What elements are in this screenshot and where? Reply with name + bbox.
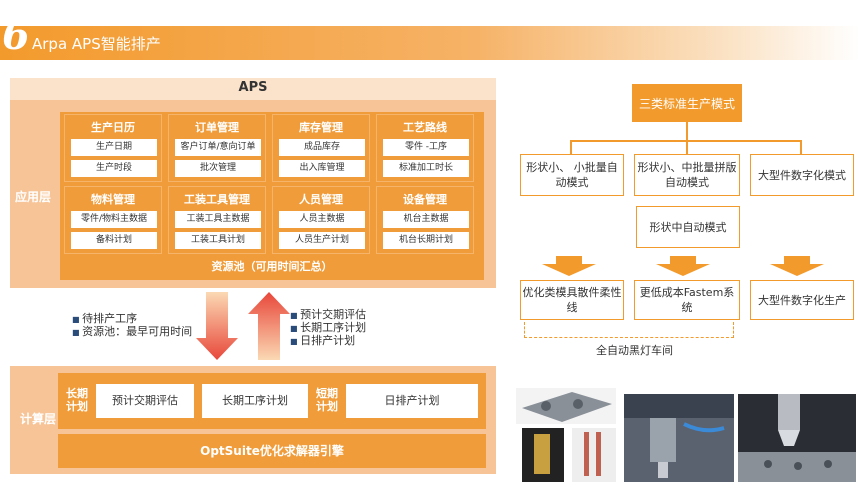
module-item: 备料计划 [71,232,157,249]
module-item: 零件/物料主数据 [71,211,157,228]
module-order-management: 订单管理 客户订单/意向订单 批次管理 [168,114,266,182]
bracket-line [524,322,734,338]
milling-photo [738,394,856,482]
output-bullet: 预计交期评估 [290,309,366,322]
output-box: 大型件数字化生产 [750,280,854,320]
module-item: 生产日期 [71,139,157,156]
module-title: 订单管理 [195,121,239,134]
connector-line [570,140,572,154]
module-production-calendar: 生产日历 生产日期 生产时段 [64,114,162,182]
input-bullet: 资源池：最早可用时间 [72,326,192,339]
module-title: 工装工具管理 [184,193,250,206]
module-item: 成品库存 [279,139,365,156]
module-equipment-management: 设备管理 机台主数据 机台长期计划 [376,186,474,254]
up-arrow-icon [248,292,290,360]
module-title: 设备管理 [403,193,447,206]
fixture-product-photos [516,388,616,482]
fixture-plate-icon [522,392,612,422]
module-item: 客户订单/意向订单 [175,139,261,156]
module-title: 工艺路线 [403,121,447,134]
connector-line [686,140,688,154]
module-item: 零件 -工序 [383,139,469,156]
sub-mode-box: 形状中自动模式 [636,206,740,248]
module-item: 出入库管理 [279,160,365,177]
module-title: 人员管理 [299,193,343,206]
down-arrow-icon [542,256,596,276]
module-process-route: 工艺路线 零件 -工序 标准加工时长 [376,114,474,182]
module-inventory-management: 库存管理 成品库存 出入库管理 [272,114,370,182]
short-term-label: 短期计划 [316,387,338,413]
connector-line [800,140,802,154]
module-item: 人员主数据 [279,211,365,228]
module-material-management: 物料管理 零件/物料主数据 备料计划 [64,186,162,254]
flow-arrows [196,292,290,360]
mode-box: 形状小、 小批量自动模式 [520,154,624,196]
down-arrow-icon [196,292,238,360]
section-number: 6 [2,12,30,59]
mode-box: 形状小、中批量拼版自动模式 [634,154,740,196]
mode-box: 大型件数字化模式 [750,154,854,196]
module-item: 标准加工时长 [383,160,469,177]
aps-title: APS [238,80,268,95]
resource-pool-bar: 资源池（可用时间汇总） [211,260,333,273]
module-title: 库存管理 [299,121,343,134]
calculation-layer-label: 计算层 [20,412,57,426]
output-box: 优化类模具散件柔性线 [520,280,624,320]
module-item: 机台长期计划 [383,232,469,249]
input-bullet: 待排产工序 [72,313,137,326]
long-term-label: 长期计划 [66,387,88,413]
machining-photo [624,394,734,482]
module-item: 人员生产计划 [279,232,365,249]
tool-holder-photo [572,428,616,482]
plan-box: 日排产计划 [346,384,478,418]
solver-engine-bar: OptSuite优化求解器引擎 [58,434,486,468]
module-item: 批次管理 [175,160,261,177]
down-arrows [542,256,824,276]
connector-line [686,122,688,140]
down-arrow-icon [656,256,710,276]
section-header-bar [0,26,860,60]
plan-box: 长期工序计划 [202,384,308,418]
down-arrow-icon [770,256,824,276]
module-personnel-management: 人员管理 人员主数据 人员生产计划 [272,186,370,254]
plan-box: 预计交期评估 [96,384,194,418]
black-light-workshop-label: 全自动黑灯车间 [596,344,673,357]
section-title: Arpa APS智能排产 [32,35,161,53]
module-item: 机台主数据 [383,211,469,228]
plan-row: 长期计划 预计交期评估 长期工序计划 短期计划 日排产计划 [58,373,486,429]
module-item: 生产时段 [71,160,157,177]
module-item: 工装工具计划 [175,232,261,249]
output-box: 更低成本Fastem系统 [634,280,740,320]
module-tooling-management: 工装工具管理 工装工具主数据 工装工具计划 [168,186,266,254]
root-mode-box: 三类标准生产模式 [632,84,742,122]
module-grid: 生产日历 生产日期 生产时段 订单管理 客户订单/意向订单 批次管理 库存管理 … [60,112,484,280]
module-title: 物料管理 [91,193,135,206]
output-bullet: 日排产计划 [290,335,355,348]
application-layer-label: 应用层 [15,190,52,204]
module-title: 生产日历 [91,121,135,134]
module-item: 工装工具主数据 [175,211,261,228]
output-bullet: 长期工序计划 [290,322,366,335]
